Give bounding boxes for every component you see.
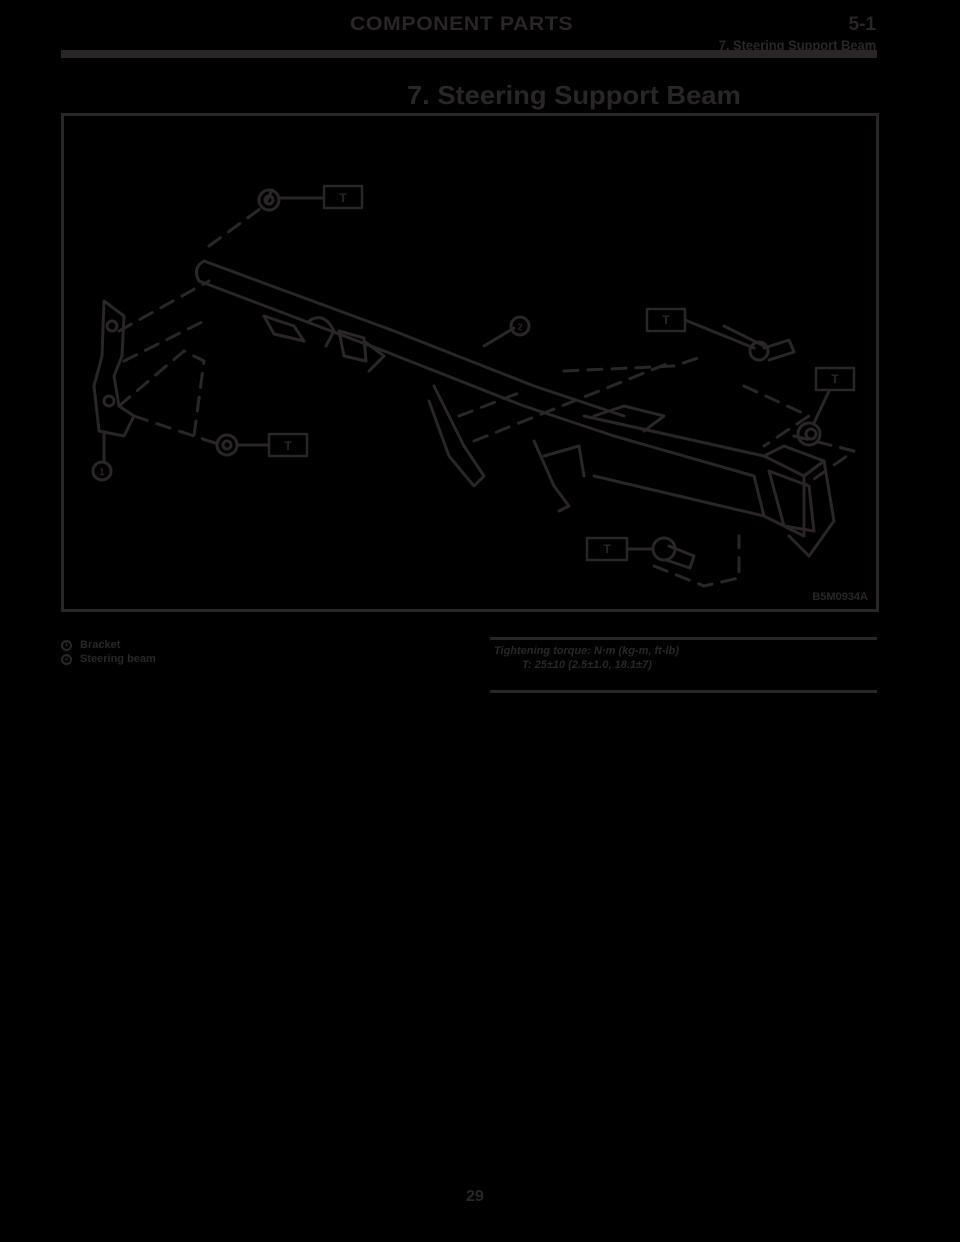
header-divider: [61, 50, 877, 58]
svg-text:1: 1: [99, 467, 104, 477]
legend-label: Bracket: [80, 639, 121, 651]
svg-text:T: T: [339, 191, 347, 205]
legend: 1 Bracket 2 Steering beam: [61, 638, 156, 666]
callout-number: 2: [61, 653, 72, 665]
svg-text:T: T: [603, 542, 611, 556]
figure-code: B5M0934A: [812, 591, 868, 603]
svg-text:T: T: [662, 313, 670, 327]
divider: [490, 690, 877, 693]
page-title: 7. Steering Support Beam: [407, 80, 741, 110]
torque-spec-box: Tightening torque: N·m (kg-m, ft-lb) T: …: [490, 637, 877, 693]
chapter-title: COMPONENT PARTS: [350, 14, 574, 35]
subsection-title: 7. Steering Support Beam: [718, 37, 876, 53]
exploded-diagram: T T T T T 1 2 B5M0934A: [61, 113, 879, 612]
callout-number: 1: [61, 639, 72, 651]
legend-item: 2 Steering beam: [61, 652, 156, 666]
svg-text:T: T: [831, 372, 839, 386]
torque-heading: Tightening torque: N·m (kg-m, ft-lb): [494, 645, 679, 657]
svg-text:2: 2: [517, 322, 522, 332]
page-number: 29: [466, 1188, 484, 1205]
torque-value: T: 25±10 (2.5±1.0, 18.1±7): [522, 659, 652, 671]
divider: [490, 637, 877, 640]
svg-text:T: T: [284, 439, 292, 453]
legend-label: Steering beam: [80, 653, 156, 665]
steering-beam-illustration: T T T T T 1 2: [91, 184, 856, 588]
section-code: 5-1: [848, 14, 876, 35]
legend-item: 1 Bracket: [61, 638, 156, 652]
